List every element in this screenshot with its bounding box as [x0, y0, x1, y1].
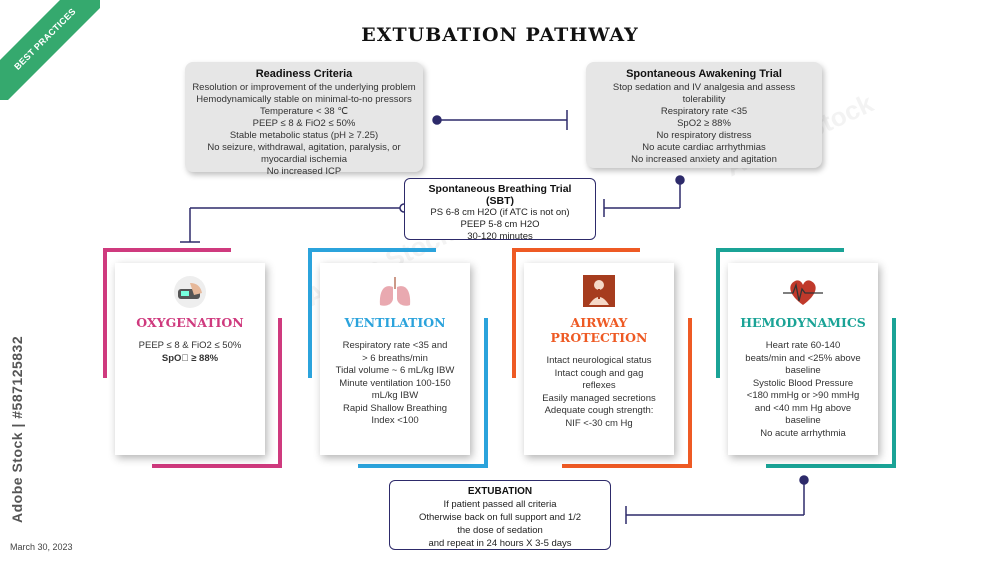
hemodynamics-title: HEMODYNAMICS [740, 315, 866, 330]
card-line: Respiratory rate <35 and [342, 340, 448, 351]
readiness-line: Stable metabolic status (pH ≥ 7.25) [229, 130, 379, 141]
ventilation-title: VENTILATION [344, 315, 446, 330]
heart-ecg-icon [783, 275, 823, 309]
card-line: No acute arrhythmia [760, 427, 846, 439]
ventilation-card: VENTILATION Respiratory rate <35 and > 6… [320, 263, 470, 455]
airway-protection-card: AIRWAY PROTECTION Intact neurological st… [524, 263, 674, 455]
card-line: <180 mmHg or >90 mmHg [746, 390, 860, 401]
date-label: March 30, 2023 [10, 542, 73, 552]
extubation-box: EXTUBATION If patient passed all criteri… [389, 480, 611, 550]
sbt-line: 30-120 minutes [467, 231, 533, 242]
airway-frame-bottom [562, 318, 692, 468]
sat-line: SpO2 ≥ 88% [677, 118, 731, 129]
readiness-line: PEEP ≤ 8 & FiO2 ≤ 50% [252, 118, 356, 129]
sbt-heading: Spontaneous Breathing Trial [428, 183, 572, 195]
spontaneous-awakening-box: Spontaneous Awakening Trial Stop sedatio… [586, 62, 822, 168]
stock-id-label: Adobe Stock | #587125832 [9, 335, 25, 523]
card-line: Minute ventilation 100-150 [339, 377, 451, 389]
card-line: Heart rate 60-140 [765, 340, 841, 351]
card-line: mL/kg IBW [371, 390, 419, 401]
card-line: Index <100 [371, 415, 419, 426]
card-line: Tidal volume ~ 6 mL/kg IBW [335, 365, 455, 376]
card-line: SpO  ≥ 88% [161, 352, 219, 364]
card-line: > 6 breaths/min [362, 352, 428, 364]
pulse-oximeter-icon [170, 275, 210, 309]
card-line: baseline [785, 415, 821, 426]
hemodynamics-frame-top [716, 248, 844, 378]
ventilation-frame-bottom [358, 318, 488, 468]
card-line: PEEP ≤ 8 & FiO2 ≤ 50% [138, 340, 242, 351]
sat-line: Stop sedation and IV analgesia and asses… [612, 82, 796, 93]
sat-line: No acute cardiac arrhythmias [642, 142, 766, 153]
readiness-line: No seizure, withdrawal, agitation, paral… [207, 142, 401, 153]
readiness-heading: Readiness Criteria [255, 68, 353, 80]
oxygenation-title: OXYGENATION [136, 315, 244, 330]
card-line: Intact neurological status [546, 355, 652, 366]
sat-line: No increased anxiety and agitation [631, 154, 777, 165]
card-line: Intact cough and gag [554, 367, 644, 379]
readiness-line: Temperature < 38 ℃ [259, 106, 349, 117]
sbt-line: PS 6-8 cm H2O (if ATC is not on) [430, 207, 570, 218]
card-line: Easily managed secretions [542, 392, 656, 404]
page-title: EXTUBATION PATHWAY [361, 24, 639, 46]
oxygenation-frame-top [103, 248, 231, 378]
sat-line: tolerability [682, 94, 726, 105]
oxygenation-card: OXYGENATION PEEP ≤ 8 & FiO2 ≤ 50% SpO  ≥… [115, 263, 265, 455]
card-line: baseline [785, 365, 821, 376]
sat-line: No respiratory distress [656, 130, 752, 141]
extubation-line: and repeat in 24 hours X 3-5 days [428, 538, 572, 549]
airway-frame-top [512, 248, 640, 378]
readiness-line: Resolution or improvement of the underly… [192, 82, 416, 93]
sat-line: Respiratory rate <35 [660, 106, 748, 117]
card-line: NIF <-30 cm Hg [565, 417, 633, 429]
oxygenation-frame-bottom [152, 318, 282, 468]
card-line: Systolic Blood Pressure [752, 377, 854, 389]
extubation-line: Otherwise back on full support and 1/2 [418, 512, 582, 523]
sbt-heading-abbrev: (SBT) [486, 195, 514, 207]
sbt-line: PEEP 5-8 cm H2O [460, 219, 540, 230]
lungs-icon [375, 275, 415, 309]
readiness-line: Hemodynamically stable on minimal-to-no … [196, 94, 412, 105]
card-line: reflexes [582, 380, 616, 391]
extubation-heading: EXTUBATION [467, 486, 533, 497]
readiness-line: No increased ICP [266, 166, 342, 177]
card-line: and <40 mm Hg above [754, 402, 852, 414]
hemodynamics-card: HEMODYNAMICS Heart rate 60-140 beats/min… [728, 263, 878, 455]
hemodynamics-frame-bottom [766, 318, 896, 468]
sat-heading: Spontaneous Awakening Trial [626, 68, 782, 80]
sbt-box: Spontaneous Breathing Trial (SBT) PS 6-8… [404, 178, 596, 242]
card-line: beats/min and <25% above [745, 352, 861, 364]
readiness-criteria-box: Readiness Criteria Resolution or improve… [185, 62, 423, 177]
airway-protection-title: AIRWAY PROTECTION [550, 315, 648, 345]
readiness-line: myocardial ischemia [260, 154, 348, 165]
airway-icon [579, 275, 619, 309]
ventilation-frame-top [308, 248, 436, 378]
card-line: Adequate cough strength: [544, 405, 654, 416]
extubation-line: If patient passed all criteria [443, 499, 557, 510]
card-line: Rapid Shallow Breathing [342, 402, 448, 414]
extubation-line: the dose of sedation [457, 525, 543, 536]
